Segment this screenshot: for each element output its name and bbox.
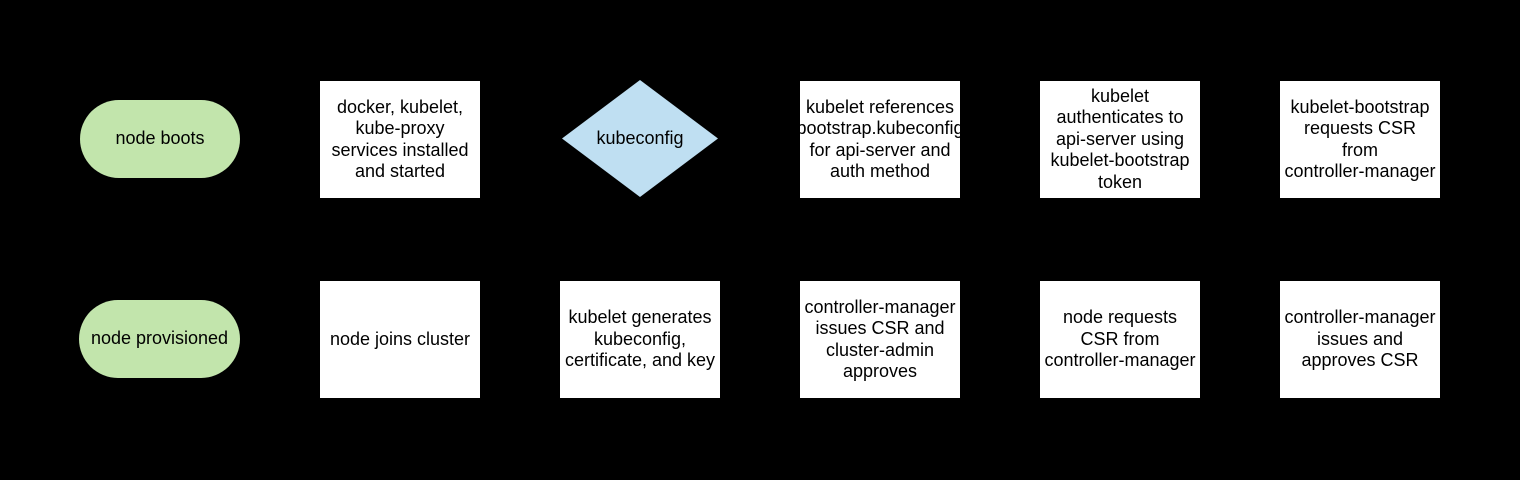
process-node-requests-csr: node requests CSR from controller-manage…: [1040, 281, 1200, 398]
terminal-node-provisioned: node provisioned: [79, 300, 240, 378]
process-services-installed: docker, kubelet, kube-proxy services ins…: [320, 81, 480, 198]
process-controller-manager-issues-csr: controller-manager issues CSR and cluste…: [800, 281, 960, 398]
process-controller-manager-issues-approves-csr: controller-manager issues and approves C…: [1280, 281, 1440, 398]
decision-kubeconfig: kubeconfig: [562, 80, 718, 197]
process-kubelet-authenticates: kubelet authenticates to api-server usin…: [1040, 81, 1200, 198]
terminal-node-boots: node boots: [80, 100, 240, 178]
process-kubelet-references-bootstrap-kubeconfig: kubelet references bootstrap.kubeconfig …: [800, 81, 960, 198]
process-node-joins-cluster: node joins cluster: [320, 281, 480, 398]
process-kubelet-bootstrap-requests-csr: kubelet-bootstrap requests CSR from cont…: [1280, 81, 1440, 198]
process-kubelet-generates-kubeconfig: kubelet generates kubeconfig, certificat…: [560, 281, 720, 398]
